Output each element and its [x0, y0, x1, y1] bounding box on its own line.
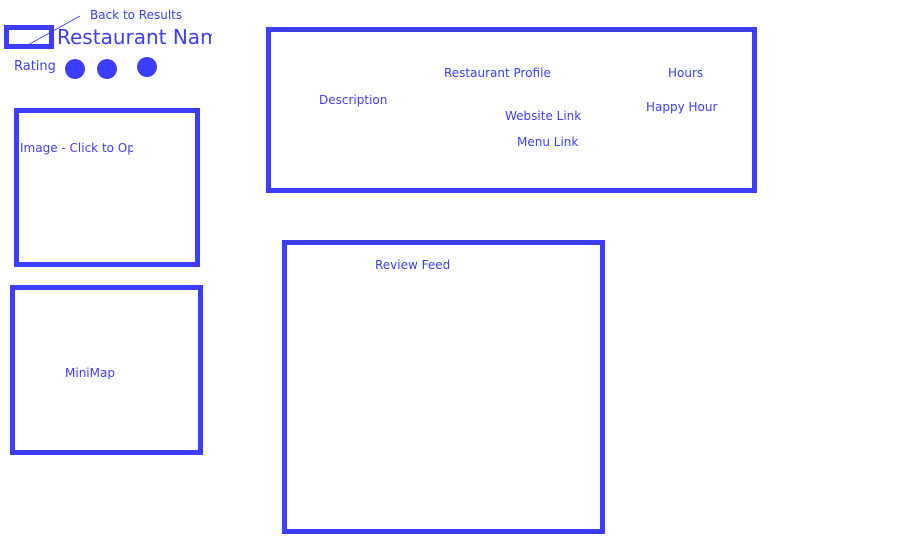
minimap-label: MiniMap: [65, 366, 115, 380]
menu-link[interactable]: Menu Link: [517, 135, 579, 149]
back-to-results-label[interactable]: Back to Results: [90, 8, 183, 22]
rating-label: Rating: [14, 59, 56, 74]
minimap-panel[interactable]: [10, 285, 203, 455]
description-text: Description: [319, 93, 388, 107]
website-link[interactable]: Website Link: [505, 109, 582, 123]
image-panel-label[interactable]: Image - Click to Open: [20, 141, 133, 155]
rating-dot-1: [65, 59, 85, 79]
restaurant-profile-panel: [266, 27, 757, 193]
rating-dot-3: [137, 57, 157, 77]
happy-hour-label: Happy Hour: [646, 100, 718, 114]
review-feed-label: Review Feed: [375, 258, 451, 272]
back-to-results-button[interactable]: [4, 25, 54, 49]
profile-title: Restaurant Profile: [444, 66, 551, 80]
back-connector-line: [25, 15, 81, 47]
image-panel[interactable]: [14, 108, 200, 267]
page-title: Restaurant Name: [57, 25, 212, 49]
review-feed-panel: [282, 240, 605, 534]
hours-label: Hours: [668, 66, 704, 80]
rating-dot-2: [97, 59, 117, 79]
